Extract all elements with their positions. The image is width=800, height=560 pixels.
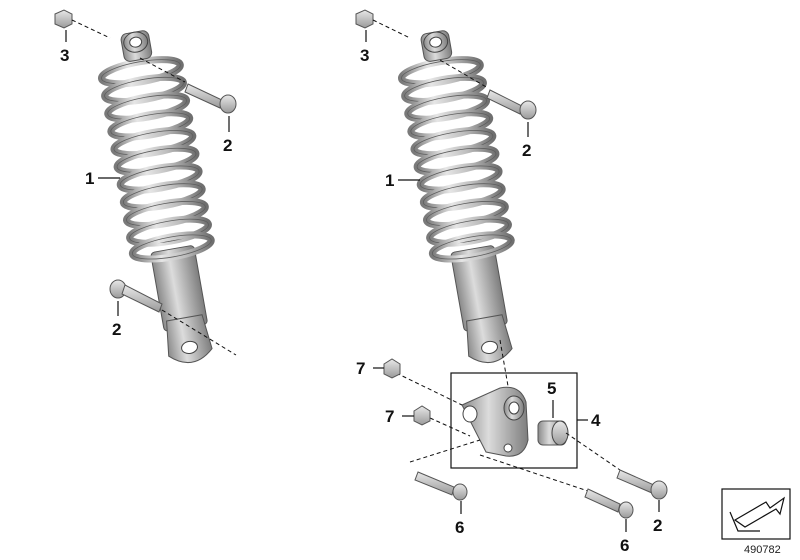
callout-left-bottom-bolt: 2: [112, 320, 121, 339]
bushing-part: [537, 420, 569, 446]
left-nut-part: [54, 9, 111, 39]
nut-lower-part: [413, 405, 431, 426]
callout-bracket-bolt-rear: 6: [620, 536, 629, 555]
spring-coils: [400, 55, 513, 264]
callout-bracket-bolt-front: 6: [455, 518, 464, 537]
right-bottom-bolt-part: [616, 469, 668, 500]
left-bottom-bolt-part: [109, 279, 237, 356]
callout-nut-lower: 7: [385, 407, 394, 426]
callout-right-bottom-bolt: 2: [653, 516, 662, 535]
callout-right-top-bolt: 2: [522, 141, 531, 160]
callout-bushing: 5: [547, 379, 556, 398]
left-callouts: 3 2 1 2: [60, 30, 232, 339]
nut-upper-part: [383, 358, 401, 379]
reference-number: 490782: [744, 544, 781, 556]
left-top-bolt-part: [139, 57, 237, 114]
callout-left-nut: 3: [60, 46, 69, 65]
spring-coils: [100, 55, 213, 264]
right-nut-part: [355, 9, 411, 39]
nav-arrow-icon: [721, 488, 791, 540]
bracket-bolt-front-part: [414, 471, 468, 501]
callout-left-top-bolt: 2: [223, 136, 232, 155]
callout-bracket-kit: 4: [591, 411, 601, 430]
callout-left-shock: 1: [85, 169, 94, 188]
right-top-bolt-part: [439, 59, 537, 120]
bracket-bolt-rear-part: [584, 488, 634, 519]
callout-nut-upper: 7: [356, 359, 365, 378]
bracket-kit: [389, 339, 621, 496]
right-callouts: 3 2 1 7 7 5 4 6 6 2: [356, 30, 662, 555]
left-shock-absorber: [95, 30, 232, 364]
callout-right-nut: 3: [360, 46, 369, 65]
callout-right-shock: 1: [385, 171, 394, 190]
right-shock-absorber: [395, 30, 532, 364]
